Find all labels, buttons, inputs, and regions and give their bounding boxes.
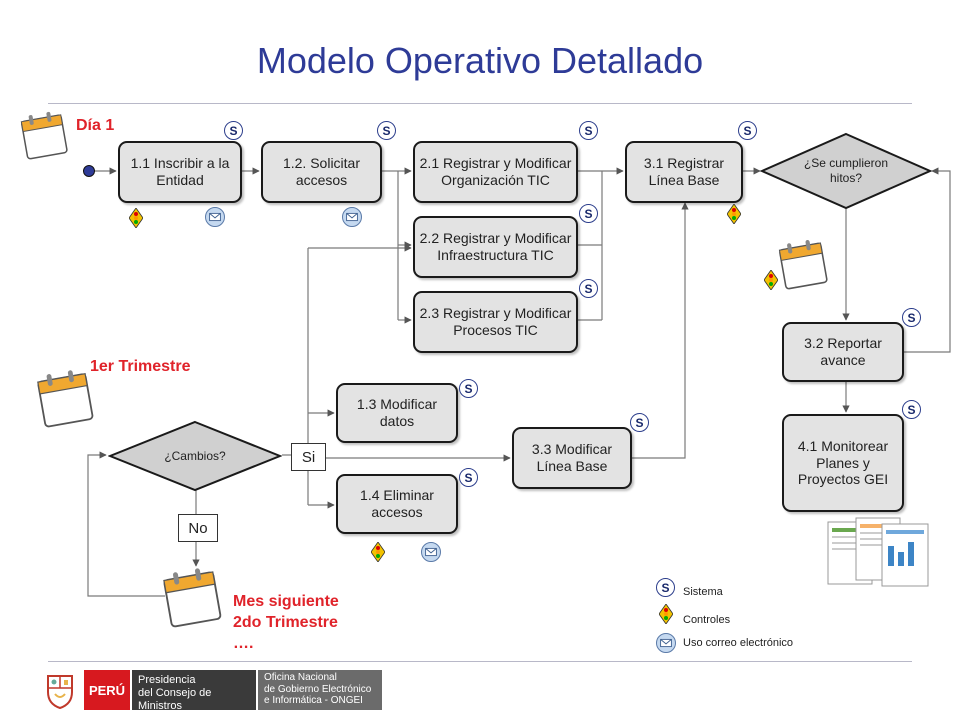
branch-no-label: No bbox=[178, 514, 218, 542]
process-4-1[interactable]: 4.1 Monitorear Planes y Proyectos GEI bbox=[782, 414, 904, 512]
decision-cambios[interactable] bbox=[108, 420, 282, 492]
pcm-line2: del Consejo de Ministros bbox=[138, 687, 212, 713]
decision-cumplieron-text: ¿Se cumplieron hitos? bbox=[803, 156, 889, 185]
label-mes-siguiente-line3: …. bbox=[233, 634, 254, 652]
system-icon: S bbox=[579, 204, 598, 223]
process-3-1[interactable]: 3.1 Registrar Línea Base bbox=[625, 141, 743, 203]
system-icon: S bbox=[459, 468, 478, 487]
process-1-4[interactable]: 1.4 Eliminar accesos bbox=[336, 474, 458, 534]
ongei-brand: Oficina Nacional de Gobierno Electrónico… bbox=[258, 670, 382, 710]
connector-3-2-loop bbox=[904, 167, 951, 353]
process-2-2[interactable]: 2.2 Registrar y Modificar Infraestructur… bbox=[413, 216, 578, 278]
connector-calendar-loop bbox=[87, 451, 165, 597]
system-icon: S bbox=[902, 400, 921, 419]
footer-divider bbox=[48, 661, 912, 662]
traffic-light-icon bbox=[371, 542, 385, 562]
process-2-3[interactable]: 2.3 Registrar y Modificar Procesos TIC bbox=[413, 291, 578, 353]
system-icon: S bbox=[738, 121, 757, 140]
report-documents-image bbox=[827, 517, 929, 587]
email-icon bbox=[342, 207, 362, 227]
label-mes-siguiente: Mes siguiente 2do Trimestre …. bbox=[233, 592, 339, 654]
system-icon: S bbox=[579, 121, 598, 140]
traffic-light-icon bbox=[727, 204, 741, 224]
process-2-1[interactable]: 2.1 Registrar y Modificar Organización T… bbox=[413, 141, 578, 203]
start-node bbox=[83, 165, 95, 177]
legend-system-icon: S bbox=[656, 578, 675, 597]
process-3-3[interactable]: 3.3 Modificar Línea Base bbox=[512, 427, 632, 489]
process-1-1[interactable]: 1.1 Inscribir a la Entidad bbox=[118, 141, 242, 203]
legend-controles: Controles bbox=[683, 614, 731, 626]
traffic-light-icon bbox=[764, 270, 778, 290]
footer-logos: PERÚ Presidencia del Consejo de Ministro… bbox=[40, 668, 382, 712]
system-icon: S bbox=[579, 279, 598, 298]
system-icon: S bbox=[630, 413, 649, 432]
calendar-icon bbox=[20, 111, 68, 160]
system-icon: S bbox=[902, 308, 921, 327]
calendar-icon bbox=[163, 568, 222, 628]
calendar-icon bbox=[778, 239, 828, 290]
decision-cambios-text: ¿Cambios? bbox=[164, 448, 226, 463]
process-3-2[interactable]: 3.2 Reportar avance bbox=[782, 322, 904, 382]
process-1-3[interactable]: 1.3 Modificar datos bbox=[336, 383, 458, 443]
email-icon bbox=[205, 207, 225, 227]
system-icon: S bbox=[377, 121, 396, 140]
branch-si-label: Si bbox=[291, 443, 326, 471]
connector-3-3-3-1 bbox=[632, 202, 689, 459]
page-title: Modelo Operativo Detallado bbox=[256, 40, 704, 81]
label-dia-1: Día 1 bbox=[76, 117, 115, 134]
legend-traffic-light-icon bbox=[659, 604, 673, 624]
title-divider bbox=[48, 103, 912, 104]
email-icon bbox=[421, 542, 441, 562]
pcm-line1: Presidencia bbox=[138, 674, 196, 686]
system-icon: S bbox=[224, 121, 243, 140]
label-1er-trimestre: 1er Trimestre bbox=[90, 358, 191, 375]
legend-correo: Uso correo electrónico bbox=[683, 637, 794, 649]
label-mes-siguiente-line1: Mes siguiente bbox=[233, 593, 339, 610]
peru-brand: PERÚ bbox=[84, 670, 130, 710]
ongei-line2: de Gobierno Electrónico bbox=[264, 683, 372, 695]
legend-email-icon bbox=[656, 633, 676, 653]
legend-sistema: Sistema bbox=[683, 586, 723, 598]
traffic-light-icon bbox=[129, 208, 143, 228]
decision-cumplieron[interactable] bbox=[760, 132, 932, 210]
peru-crest-logo bbox=[47, 675, 73, 710]
ongei-line1: Oficina Nacional bbox=[264, 672, 337, 683]
process-1-2[interactable]: 1.2. Solicitar accesos bbox=[261, 141, 382, 203]
ongei-line3: e Informática - ONGEI bbox=[264, 695, 363, 706]
label-mes-siguiente-line2: 2do Trimestre bbox=[233, 613, 338, 631]
pcm-brand: Presidencia del Consejo de Ministros bbox=[132, 670, 256, 713]
calendar-icon bbox=[37, 370, 94, 428]
system-icon: S bbox=[459, 379, 478, 398]
